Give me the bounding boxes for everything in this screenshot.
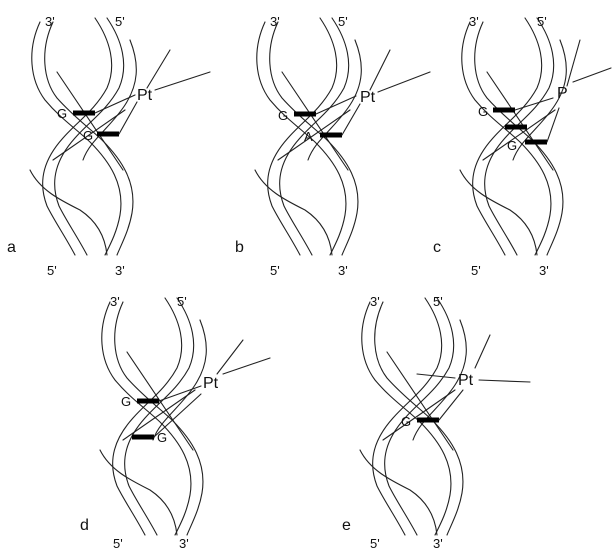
strand-end-top-left: 3' — [469, 14, 479, 29]
base-label-1: G — [478, 104, 488, 119]
strand-end-top-left: 3' — [110, 294, 120, 309]
strand-end-top-right: 5' — [433, 294, 443, 309]
panel-e: 3' 5' 5' 3' Pt G e — [342, 294, 530, 550]
helix-strands — [360, 298, 466, 535]
metal-label: Pt — [458, 372, 474, 389]
helix-strands — [460, 18, 566, 255]
strand-end-top-right: 5' — [177, 294, 187, 309]
base-label-1: G — [401, 414, 411, 429]
ligand-lines — [417, 335, 530, 420]
base-label-2: A — [304, 129, 313, 144]
strand-end-bottom-left: 5' — [270, 263, 280, 278]
base-label-2: G — [157, 430, 167, 445]
strand-end-bottom-left: 5' — [113, 536, 123, 550]
strand-end-top-left: 3' — [45, 14, 55, 29]
strand-end-top-left: 3' — [270, 14, 280, 29]
metal-label: Pt — [360, 89, 376, 106]
base-label-1: G — [57, 106, 67, 121]
base-label-3: G — [507, 138, 517, 153]
strand-end-bottom-right: 3' — [433, 536, 443, 550]
panel-label: d — [80, 517, 89, 534]
strand-end-top-left: 3' — [370, 294, 380, 309]
panel-d: 3' 5' 5' 3' Pt G G d — [80, 294, 270, 550]
base-label-1: G — [278, 108, 288, 123]
strand-end-top-right: 5' — [537, 14, 547, 29]
panel-label: c — [433, 239, 441, 256]
strand-end-bottom-right: 3' — [539, 263, 549, 278]
panel-b: 3' 5' 5' 3' Pt G A b — [235, 14, 430, 278]
base-label-2: G — [83, 128, 93, 143]
panel-label: a — [7, 239, 16, 256]
strand-end-top-right: 5' — [115, 14, 125, 29]
metal-label: Pt — [137, 87, 153, 104]
panel-label: e — [342, 517, 351, 534]
helix-strands — [100, 298, 206, 535]
base-label-1: G — [121, 394, 131, 409]
panel-label: b — [235, 239, 244, 256]
metal-label: Pt — [203, 375, 219, 392]
strand-end-bottom-left: 5' — [370, 536, 380, 550]
metal-label: P — [557, 85, 568, 102]
panel-c: 3' 5' 5' 3' P G G c — [433, 14, 611, 278]
strand-end-bottom-right: 3' — [338, 263, 348, 278]
panel-a: 3' 5' 5' 3' Pt G G a — [7, 14, 210, 278]
strand-end-bottom-left: 5' — [47, 263, 57, 278]
strand-end-bottom-left: 5' — [471, 263, 481, 278]
strand-end-top-right: 5' — [338, 14, 348, 29]
strand-end-bottom-right: 3' — [115, 263, 125, 278]
strand-end-bottom-right: 3' — [179, 536, 189, 550]
